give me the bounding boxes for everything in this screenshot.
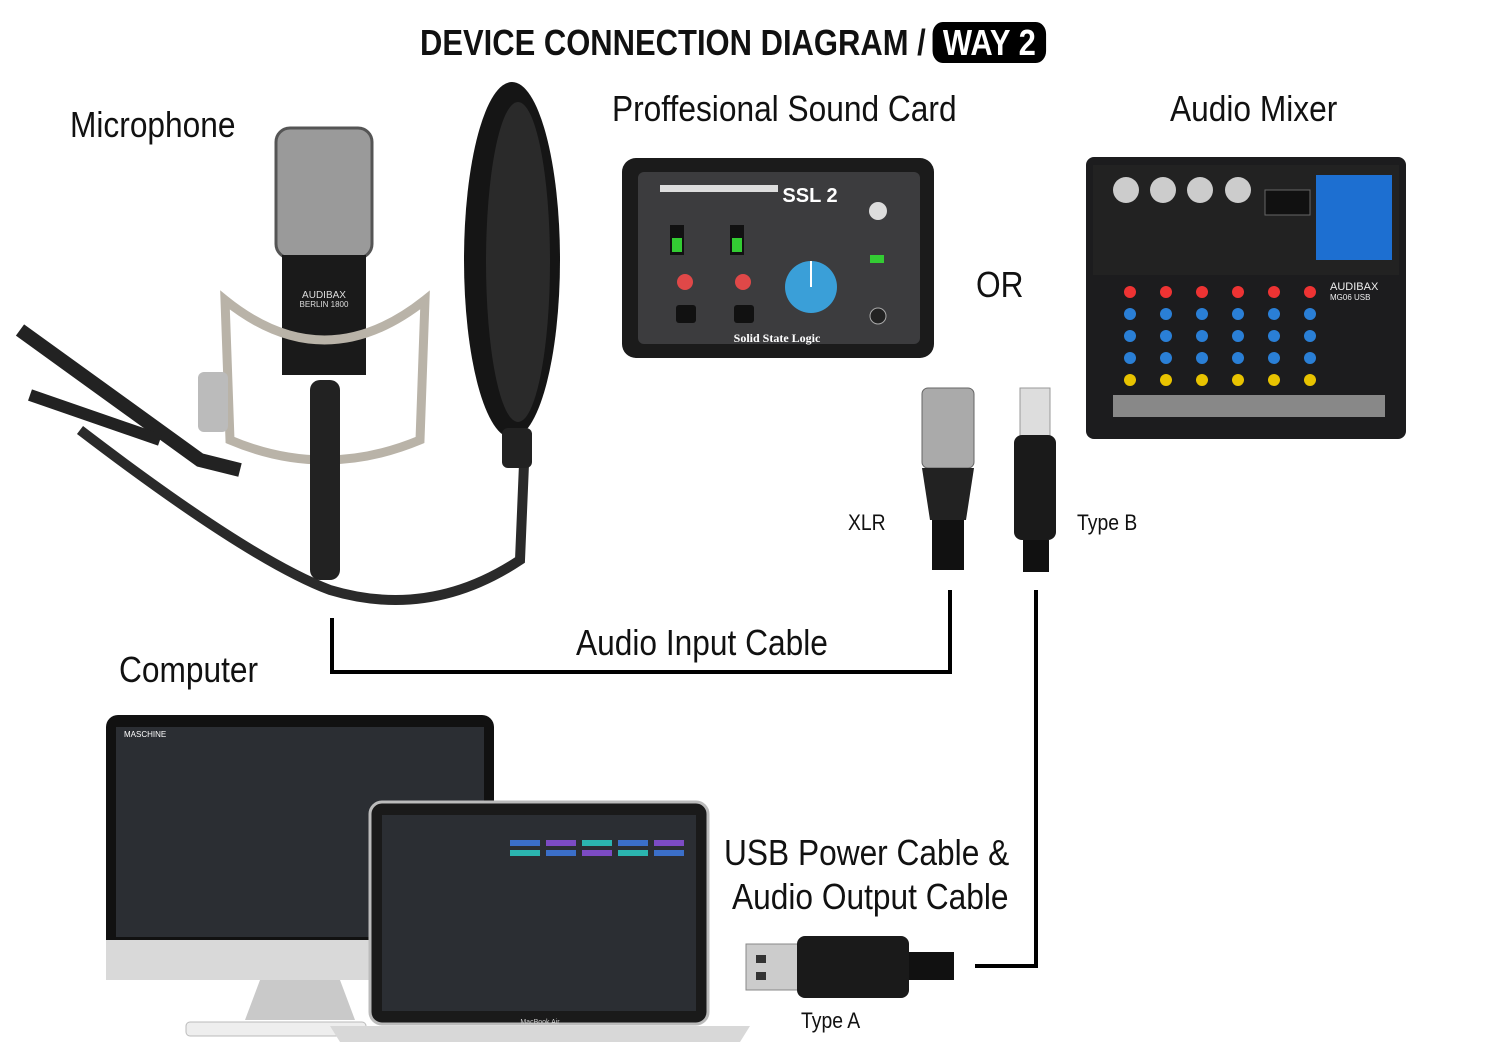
- mic-arm-image: [15, 324, 530, 605]
- or-label: OR: [976, 264, 1024, 305]
- mic-model-logo: BERLIN 1800: [300, 300, 349, 309]
- sound-card-maker-logo: Solid State Logic: [734, 331, 821, 345]
- mixer-knob: [1232, 352, 1244, 364]
- mixer-knob: [1304, 352, 1316, 364]
- screen-pattern-bar: [618, 840, 648, 846]
- screen-pattern-bar: [510, 840, 540, 846]
- type-a-label: Type A: [801, 1008, 861, 1033]
- mixer-knob: [1196, 352, 1208, 364]
- audio-mixer-image: AUDIBAX MG06 USB: [1086, 157, 1406, 439]
- mixer-knob: [1196, 286, 1208, 298]
- mixer-knob: [1196, 308, 1208, 320]
- mixer-knob: [1124, 330, 1136, 342]
- screen-pattern-bar: [618, 850, 648, 856]
- mixer-knob: [1232, 330, 1244, 342]
- sound-card-label: Proffesional Sound Card: [612, 88, 957, 129]
- mixer-knob: [1124, 374, 1136, 386]
- screen-pattern-bar: [546, 840, 576, 846]
- type-b-label: Type B: [1077, 510, 1138, 535]
- mixer-knob: [1268, 374, 1280, 386]
- title-badge: WAY 2: [932, 22, 1047, 63]
- mixer-knob: [1268, 330, 1280, 342]
- mixer-knob: [1160, 286, 1172, 298]
- screen-pattern-bar: [654, 840, 684, 846]
- mixer-knob: [1196, 330, 1208, 342]
- mixer-brand-logo: AUDIBAX: [1330, 281, 1379, 293]
- usb-cable-line: [975, 590, 1038, 968]
- computer-label: Computer: [119, 649, 259, 690]
- mixer-knob: [1268, 352, 1280, 364]
- mixer-knob: [1196, 374, 1208, 386]
- sound-card-image: SSL 2 Solid State Logic: [622, 158, 934, 358]
- mixer-knob: [1304, 286, 1316, 298]
- mixer-knob: [1232, 308, 1244, 320]
- mixer-knob: [1268, 286, 1280, 298]
- audio-input-cable-label: Audio Input Cable: [576, 622, 828, 663]
- screen-pattern-bar: [582, 840, 612, 846]
- mixer-knob: [1268, 308, 1280, 320]
- screen-pattern-bar: [510, 850, 540, 856]
- software-logo: MASCHINE: [124, 730, 166, 739]
- mixer-knob: [1304, 330, 1316, 342]
- mixer-knob: [1304, 308, 1316, 320]
- xlr-connector-image: [921, 387, 975, 570]
- screen-pattern-bar: [654, 850, 684, 856]
- type-a-connector-image: [745, 936, 954, 998]
- screen-pattern-bar: [546, 850, 576, 856]
- mixer-knob: [1232, 286, 1244, 298]
- microphone-label: Microphone: [70, 104, 236, 145]
- audio-input-cable-line: [330, 590, 952, 674]
- laptop-computer-image: MacBook Air: [330, 800, 750, 1042]
- mixer-knob: [1124, 286, 1136, 298]
- mixer-knob: [1232, 374, 1244, 386]
- type-b-connector-image: [1014, 387, 1056, 572]
- pop-filter-image: [464, 82, 560, 468]
- usb-cable-label-line2: Audio Output Cable: [732, 876, 1009, 917]
- usb-cable-label-line1: USB Power Cable &: [724, 832, 1010, 873]
- mixer-knob: [1304, 374, 1316, 386]
- screen-pattern-bar: [582, 850, 612, 856]
- mixer-knob: [1160, 308, 1172, 320]
- microphone-image: AUDIBAX BERLIN 1800: [198, 126, 430, 580]
- diagram-title: DEVICE CONNECTION DIAGRAM /WAY 2: [420, 22, 1047, 64]
- mixer-model-logo: MG06 USB: [1330, 293, 1370, 302]
- laptop-logo: MacBook Air: [520, 1019, 560, 1026]
- mixer-knob: [1160, 374, 1172, 386]
- title-text: DEVICE CONNECTION DIAGRAM /: [420, 22, 926, 63]
- mixer-knob: [1124, 352, 1136, 364]
- sound-card-brand-logo: SSL 2: [782, 185, 837, 207]
- mixer-knob: [1160, 330, 1172, 342]
- mixer-knob: [1124, 308, 1136, 320]
- audio-mixer-label: Audio Mixer: [1170, 88, 1338, 129]
- xlr-label: XLR: [848, 510, 886, 535]
- mic-brand-logo: AUDIBAX: [302, 290, 346, 301]
- mixer-knob: [1160, 352, 1172, 364]
